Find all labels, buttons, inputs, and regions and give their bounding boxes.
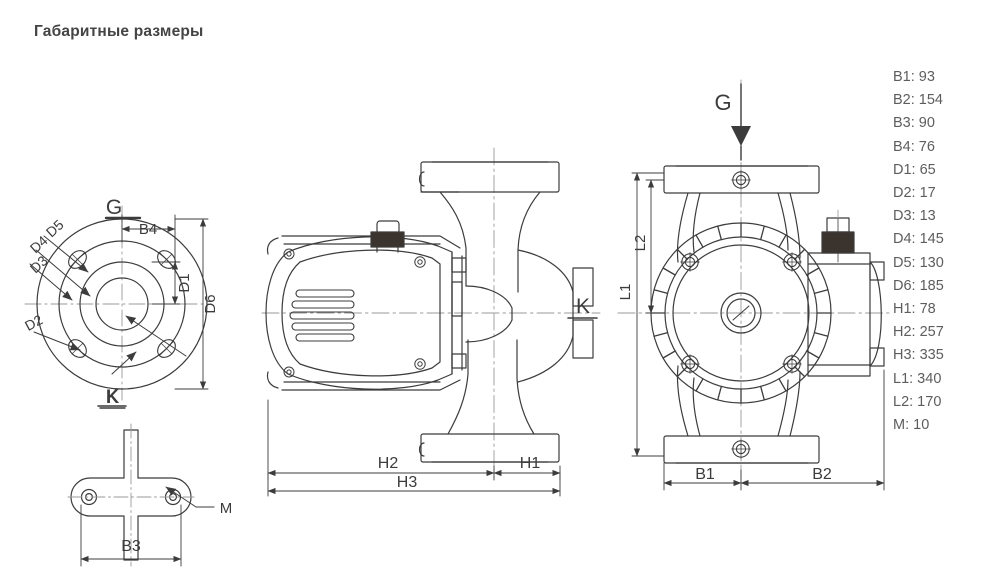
flange-label-d2: D2 xyxy=(22,311,46,334)
side-volute-inner xyxy=(465,285,513,343)
side-bottom-neck-left xyxy=(447,339,469,435)
leader-d4 xyxy=(35,249,91,297)
side-motor-flange-plate xyxy=(451,251,467,375)
front-hub-slot xyxy=(732,305,750,321)
dimension-row: B2: 154 xyxy=(893,92,943,109)
front-neck-right-top xyxy=(789,192,801,259)
leader-inner-1 xyxy=(125,315,187,357)
side-cable-gland xyxy=(370,220,405,253)
front-body-cover-circle xyxy=(672,244,810,382)
dimension-row: L1: 340 xyxy=(893,370,942,387)
front-terminal-box-cap xyxy=(869,261,882,367)
dimension-row: H1: 78 xyxy=(893,301,936,318)
front-neck-right-top-inner xyxy=(777,192,789,251)
side-volute-boss-top xyxy=(572,267,594,307)
leader-m xyxy=(165,486,215,508)
side-label-h2: H2 xyxy=(378,455,399,472)
side-volute-boss-bottom xyxy=(572,319,594,359)
dimension-d1 xyxy=(151,261,181,305)
foot-plate-k-view xyxy=(67,407,215,567)
pump-front-view xyxy=(617,79,893,491)
front-neck-left-top-inner xyxy=(692,192,701,253)
dimension-row: H3: 335 xyxy=(893,347,944,364)
foot-label-k: K xyxy=(107,387,120,408)
side-volute-outer xyxy=(517,249,574,383)
dimension-l1 xyxy=(631,172,665,457)
foot-label-b3: B3 xyxy=(121,538,141,555)
flange-label-d3: D3 xyxy=(27,252,51,276)
leader-inner-2 xyxy=(111,351,137,375)
front-neck-left-top xyxy=(676,192,689,263)
side-bracket-top-cap xyxy=(266,237,279,255)
side-bracket-bottom-cap xyxy=(266,371,279,389)
side-bottom-flange xyxy=(418,433,560,463)
dimension-row: D2: 17 xyxy=(893,185,936,202)
dimension-value-list: B1: 93 B2: 154 B3: 90 B4: 76 D1: 65 D2: … xyxy=(893,66,1000,437)
dimension-d6 xyxy=(174,218,209,390)
front-radial-fins xyxy=(650,222,832,404)
dimension-b4 xyxy=(121,214,176,266)
front-neck-left-bottom xyxy=(676,365,689,437)
leader-d5 xyxy=(43,235,89,273)
side-bottom-neck-right xyxy=(516,339,535,435)
front-label-l2: L2 xyxy=(632,235,649,252)
front-label-b1: B1 xyxy=(695,466,715,483)
flange-bore-circle xyxy=(95,277,149,331)
motor-cooling-slots xyxy=(289,289,355,342)
side-label-k: K xyxy=(576,295,590,318)
front-hub-outer xyxy=(720,292,762,334)
flange-leader-lines xyxy=(29,235,187,375)
dimension-row: H2: 257 xyxy=(893,324,944,341)
side-label-h1: H1 xyxy=(520,455,541,472)
side-label-h3: H3 xyxy=(397,474,418,491)
side-neck-right xyxy=(517,191,541,293)
front-terminal-box xyxy=(807,209,885,377)
front-hub-inner xyxy=(726,298,756,328)
dimension-row: B1: 93 xyxy=(893,69,935,85)
flange-label-b4: B4 xyxy=(139,221,157,238)
foot-label-m: M xyxy=(220,500,233,517)
side-motor-housing-inner xyxy=(281,249,441,377)
dimension-row: D3: 13 xyxy=(893,208,936,225)
front-g-arrow xyxy=(731,83,751,161)
front-label-g: G xyxy=(714,90,731,115)
front-label-l1: L1 xyxy=(617,284,634,301)
dimension-row: D1: 65 xyxy=(893,161,936,178)
leader-d3 xyxy=(29,263,73,301)
front-label-b2: B2 xyxy=(812,466,832,483)
side-bracket-top-outer xyxy=(281,235,461,249)
front-neck-left-bottom-inner xyxy=(692,377,701,437)
front-neck-right-bottom-inner xyxy=(777,379,789,437)
dimension-row: L2: 170 xyxy=(893,393,942,410)
side-bracket-bottom-outer xyxy=(281,379,461,391)
dimension-l2 xyxy=(645,179,665,314)
dimension-row: D5: 130 xyxy=(893,254,944,271)
side-housing-screws xyxy=(283,248,426,378)
flange-label-d5: D5 xyxy=(43,216,67,240)
flange-label-d1: D1 xyxy=(176,273,193,292)
front-neck-right-bottom xyxy=(789,371,801,437)
dimension-row: M: 10 xyxy=(893,417,930,434)
flange-top-view xyxy=(24,205,209,407)
page-title: Габаритные размеры xyxy=(34,23,204,40)
leader-d2 xyxy=(33,331,81,351)
side-top-flange xyxy=(418,161,560,193)
dimension-row: B3: 90 xyxy=(893,115,935,132)
flange-label-g: G xyxy=(106,196,122,219)
front-bottom-flange xyxy=(663,435,820,464)
dimension-row: D4: 145 xyxy=(893,231,944,248)
dimension-b3 xyxy=(80,504,182,567)
flange-label-k: K xyxy=(106,387,119,408)
front-top-flange xyxy=(663,165,820,194)
dimension-row: B4: 76 xyxy=(893,138,935,155)
flange-label-d6: D6 xyxy=(202,294,219,313)
dimension-h3 xyxy=(267,472,561,497)
side-neck-left xyxy=(439,191,467,287)
dimension-b2 xyxy=(740,369,885,491)
dimension-row: D6: 185 xyxy=(893,277,944,294)
pump-side-view xyxy=(261,147,601,497)
